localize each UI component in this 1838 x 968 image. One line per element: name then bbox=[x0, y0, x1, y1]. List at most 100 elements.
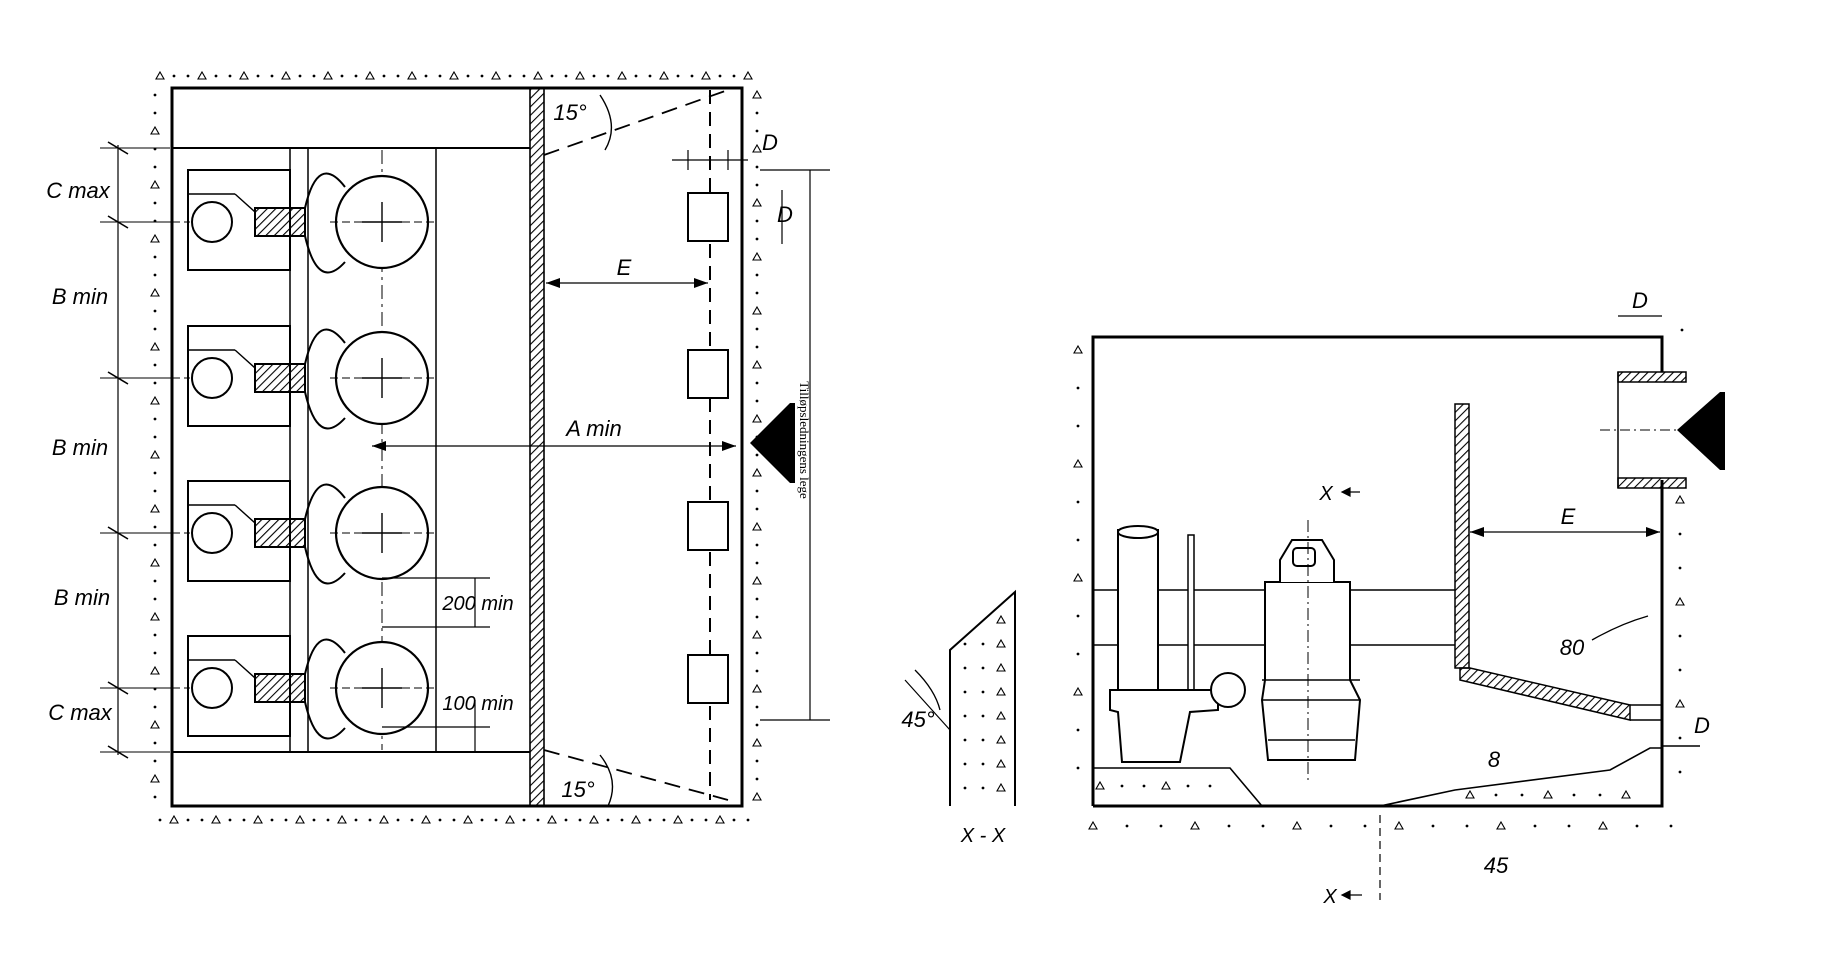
concrete-mark bbox=[153, 759, 157, 763]
elevation-outer-wall bbox=[1091, 335, 1664, 806]
concrete-mark bbox=[379, 814, 389, 824]
concrete-mark bbox=[153, 435, 157, 439]
concrete-mark bbox=[153, 525, 157, 529]
concrete-mark bbox=[1572, 793, 1576, 797]
concrete-mark bbox=[1494, 793, 1498, 797]
concrete-mark bbox=[755, 561, 759, 565]
concrete-mark bbox=[150, 287, 160, 297]
plan-label-b-min-3: B min bbox=[54, 585, 110, 610]
concrete-mark bbox=[662, 818, 666, 822]
concrete-mark bbox=[1120, 784, 1124, 788]
concrete-mark bbox=[752, 89, 762, 99]
elevation-view: D E 80 D 8 45 X X bbox=[1073, 288, 1725, 908]
concrete-mark bbox=[1496, 820, 1506, 830]
concrete-mark bbox=[648, 818, 652, 822]
concrete-mark bbox=[746, 818, 750, 822]
concrete-mark bbox=[153, 93, 157, 97]
concrete-mark bbox=[1161, 780, 1171, 790]
concrete-mark bbox=[153, 111, 157, 115]
concrete-mark bbox=[197, 70, 207, 80]
concrete-mark bbox=[150, 611, 160, 621]
concrete-mark bbox=[550, 74, 554, 78]
concrete-mark bbox=[755, 507, 759, 511]
section-xx-angle-label: 45° bbox=[901, 707, 934, 732]
concrete-mark bbox=[158, 818, 162, 822]
elevation-right-wall bbox=[1093, 480, 1664, 808]
concrete-mark bbox=[752, 629, 762, 639]
section-xx: 45° X - X bbox=[901, 589, 1016, 847]
plan-pump-frame-diag-4 bbox=[234, 659, 256, 679]
concrete-mark bbox=[1675, 494, 1685, 504]
concrete-mark bbox=[150, 341, 160, 351]
concrete-mark bbox=[169, 814, 179, 824]
concrete-mark bbox=[153, 741, 157, 745]
concrete-mark bbox=[963, 714, 967, 718]
concrete-mark bbox=[256, 74, 260, 78]
elevation-sloped-bench bbox=[1459, 667, 1631, 721]
concrete-mark bbox=[755, 381, 759, 385]
concrete-mark bbox=[153, 651, 157, 655]
elevation-label-d-top: D bbox=[1632, 288, 1648, 313]
plan-pump-small-circle-1 bbox=[191, 201, 233, 243]
concrete-mark bbox=[354, 74, 358, 78]
concrete-mark bbox=[755, 615, 759, 619]
plan-left-ticks bbox=[100, 141, 170, 759]
concrete-mark bbox=[153, 255, 157, 259]
concrete-mark bbox=[701, 70, 711, 80]
concrete-mark bbox=[755, 183, 759, 187]
plan-label-c-max-top: C max bbox=[46, 178, 111, 203]
concrete-mark bbox=[606, 818, 610, 822]
concrete-mark bbox=[153, 381, 157, 385]
concrete-mark bbox=[1095, 780, 1105, 790]
concrete-mark bbox=[1125, 824, 1129, 828]
elevation-flow-arrow-icon bbox=[1677, 392, 1725, 470]
concrete-mark bbox=[752, 413, 762, 423]
concrete-mark bbox=[1261, 824, 1265, 828]
plan-label-b-min-2: B min bbox=[52, 435, 108, 460]
concrete-mark bbox=[673, 814, 683, 824]
concrete-mark bbox=[312, 74, 316, 78]
concrete-mark bbox=[755, 489, 759, 493]
plan-slope-top bbox=[543, 89, 729, 156]
concrete-mark bbox=[536, 818, 540, 822]
concrete-mark bbox=[150, 773, 160, 783]
concrete-mark bbox=[354, 818, 358, 822]
plan-pump-volute-bottom-3 bbox=[304, 546, 346, 585]
concrete-mark bbox=[281, 70, 291, 80]
concrete-mark bbox=[1159, 824, 1163, 828]
concrete-mark bbox=[463, 814, 473, 824]
concrete-mark bbox=[1088, 820, 1098, 830]
concrete-mark bbox=[752, 197, 762, 207]
plan-flow-arrow-icon bbox=[750, 403, 795, 483]
concrete-mark bbox=[996, 782, 1006, 792]
concrete-mark bbox=[153, 309, 157, 313]
concrete-mark bbox=[211, 814, 221, 824]
elevation-handle-lug bbox=[1292, 547, 1316, 567]
concrete-mark bbox=[1073, 458, 1083, 468]
plan-view: C max B min B min B min C max 15° 15° D … bbox=[46, 70, 830, 824]
plan-a-arrow-left-icon bbox=[372, 441, 386, 451]
concrete-mark bbox=[480, 818, 484, 822]
concrete-mark bbox=[1431, 824, 1435, 828]
elevation-label-d-right: D bbox=[1694, 713, 1710, 738]
concrete-mark bbox=[1076, 500, 1080, 504]
concrete-mark bbox=[676, 74, 680, 78]
section-xx-outline bbox=[949, 589, 1016, 806]
plan-inlet-box-3 bbox=[687, 501, 729, 551]
concrete-mark bbox=[981, 666, 985, 670]
concrete-mark bbox=[1329, 824, 1333, 828]
concrete-mark bbox=[186, 818, 190, 822]
concrete-mark bbox=[755, 111, 759, 115]
concrete-mark bbox=[1678, 668, 1682, 672]
plan-label-c-max-bottom: C max bbox=[48, 700, 113, 725]
concrete-mark bbox=[963, 642, 967, 646]
concrete-mark bbox=[295, 814, 305, 824]
concrete-mark bbox=[298, 74, 302, 78]
concrete-mark bbox=[1635, 824, 1639, 828]
concrete-mark bbox=[1076, 538, 1080, 542]
concrete-mark bbox=[755, 237, 759, 241]
concrete-mark bbox=[153, 489, 157, 493]
plan-label-200-min: 200 min bbox=[441, 593, 513, 615]
plan-pump-frame-4 bbox=[187, 635, 291, 737]
plan-label-angle-bottom: 15° bbox=[561, 777, 594, 802]
